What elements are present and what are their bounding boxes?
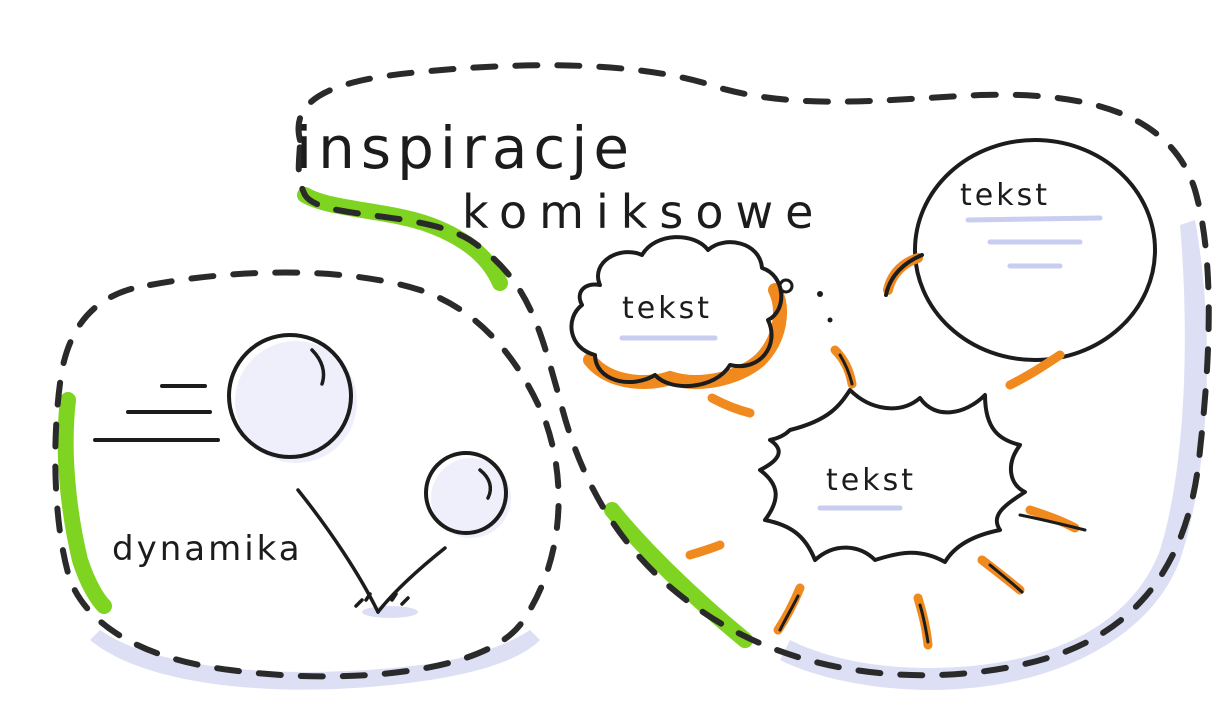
speech-bubble: tekst: [886, 140, 1155, 360]
bouncing-ball: [426, 453, 511, 538]
title-line1: inspiracje: [296, 114, 635, 182]
burst-bubble: tekst: [760, 390, 1025, 562]
burst-bubble-text: tekst: [826, 463, 916, 498]
title-line2: komiksowe: [462, 185, 825, 239]
thought-bubble-text: tekst: [622, 291, 712, 326]
speech-bubble-text: tekst: [960, 178, 1050, 213]
burst-action-ink: [780, 355, 1085, 642]
speed-lines: [95, 386, 218, 440]
bounce-trajectory: [298, 490, 445, 612]
dynamics-label: dynamika: [112, 529, 303, 569]
green-highlights: [66, 195, 745, 640]
thought-bubble: tekst: [571, 237, 832, 386]
moving-ball: [229, 335, 357, 463]
